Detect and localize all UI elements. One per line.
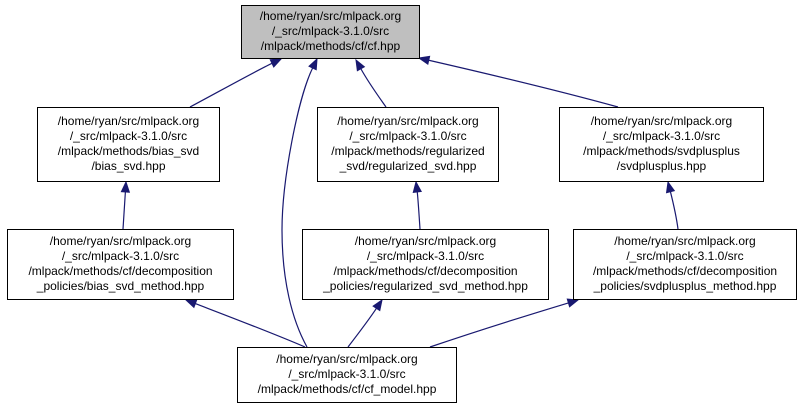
node-label-line: /_src/mlpack-3.1.0/src — [288, 367, 405, 381]
node-label-line: /mlpack/methods/cf/cf.hpp — [261, 39, 401, 53]
arrowhead-icon — [184, 299, 198, 309]
edge-regularized_svd_hpp-to-cf_hpp — [355, 58, 387, 108]
node-bias_svd_method_hpp[interactable]: /home/ryan/src/mlpack.org/_src/mlpack-3.… — [7, 229, 234, 300]
node-label-line: _policies/svdplusplus_method.hpp — [593, 279, 777, 293]
node-box — [237, 347, 457, 403]
node-box — [317, 107, 499, 182]
arrowhead-icon — [269, 58, 283, 68]
node-label-line: /bias_svd.hpp — [91, 159, 165, 173]
edge-line — [416, 191, 421, 230]
edge-svdplusplus_hpp-to-cf_hpp — [417, 55, 619, 108]
node-label-line: /_src/mlpack-3.1.0/src — [62, 249, 179, 263]
node-label-line: /mlpack/methods/cf/decomposition — [28, 264, 212, 278]
node-label-line: /home/ryan/src/mlpack.org — [58, 114, 199, 128]
node-regularized_svd_method_hpp[interactable]: /home/ryan/src/mlpack.org/_src/mlpack-3.… — [302, 229, 549, 300]
node-svdplusplus_hpp[interactable]: /home/ryan/src/mlpack.org/_src/mlpack-3.… — [559, 107, 764, 182]
node-label-line: _svd/regularized_svd.hpp — [339, 159, 477, 173]
node-box — [241, 5, 420, 59]
node-cf_model_hpp[interactable]: /home/ryan/src/mlpack.org/_src/mlpack-3.… — [237, 347, 457, 403]
edges-layer — [120, 55, 679, 348]
node-label-line: /_src/mlpack-3.1.0/src — [626, 249, 743, 263]
node-label-line: /home/ryan/src/mlpack.org — [337, 114, 478, 128]
edge-line — [360, 68, 387, 108]
edge-line — [428, 59, 619, 108]
edge-line — [281, 67, 314, 348]
node-label-line: /mlpack/methods/cf/decomposition — [333, 264, 517, 278]
node-label-line: /home/ryan/src/mlpack.org — [50, 234, 191, 248]
node-bias_svd_hpp[interactable]: /home/ryan/src/mlpack.org/_src/mlpack-3.… — [37, 107, 220, 182]
node-label-line: /_src/mlpack-3.1.0/src — [367, 249, 484, 263]
arrowhead-icon — [308, 57, 318, 71]
node-box — [37, 107, 220, 182]
node-label-line: /mlpack/methods/regularized — [331, 144, 484, 158]
edge-svdplusplus_method_hpp-to-svdplusplus_hpp — [665, 180, 679, 230]
node-label-line: /home/ryan/src/mlpack.org — [355, 234, 496, 248]
node-box — [7, 229, 234, 300]
nodes-layer: /home/ryan/src/mlpack.org/_src/mlpack-3.… — [7, 5, 797, 403]
edge-line — [189, 62, 273, 108]
edge-bias_svd_method_hpp-to-bias_svd_hpp — [120, 180, 131, 230]
arrowhead-icon — [417, 55, 431, 65]
edge-cf_model_hpp-to-cf_hpp — [281, 57, 318, 348]
node-label-line: /_src/mlpack-3.1.0/src — [70, 129, 187, 143]
arrowhead-icon — [566, 298, 580, 308]
node-label-line: /home/ryan/src/mlpack.org — [260, 9, 401, 23]
edge-line — [429, 302, 569, 348]
node-label-line: /home/ryan/src/mlpack.org — [276, 352, 417, 366]
edge-line — [122, 191, 126, 230]
node-label-line: /home/ryan/src/mlpack.org — [614, 234, 755, 248]
arrowhead-icon — [412, 180, 423, 194]
node-label-line: /mlpack/methods/svdplusplus — [583, 144, 740, 158]
node-label-line: /_src/mlpack-3.1.0/src — [272, 24, 389, 38]
edge-cf_model_hpp-to-regularized_svd_method_hpp — [347, 298, 383, 348]
edge-cf_model_hpp-to-bias_svd_method_hpp — [184, 299, 306, 348]
node-label-line: /mlpack/methods/cf/cf_model.hpp — [258, 382, 437, 396]
node-label-line: /mlpack/methods/bias_svd — [58, 144, 199, 158]
edge-regularized_svd_method_hpp-to-regularized_svd_hpp — [412, 180, 423, 230]
edge-line — [347, 307, 377, 348]
edge-cf_model_hpp-to-svdplusplus_method_hpp — [429, 298, 580, 348]
node-box — [559, 107, 764, 182]
arrowhead-icon — [372, 298, 383, 312]
node-cf_hpp[interactable]: /home/ryan/src/mlpack.org/_src/mlpack-3.… — [241, 5, 420, 59]
arrowhead-icon — [355, 58, 366, 72]
node-label-line: _policies/bias_svd_method.hpp — [36, 279, 205, 293]
arrowhead-icon — [665, 180, 676, 194]
edge-bias_svd_hpp-to-cf_hpp — [189, 58, 283, 108]
node-label-line: _policies/regularized_svd_method.hpp — [322, 279, 528, 293]
node-label-line: /home/ryan/src/mlpack.org — [591, 114, 732, 128]
arrowhead-icon — [120, 180, 131, 193]
node-regularized_svd_hpp[interactable]: /home/ryan/src/mlpack.org/_src/mlpack-3.… — [317, 107, 499, 182]
node-box — [302, 229, 549, 300]
node-label-line: /svdplusplus.hpp — [617, 159, 707, 173]
node-label-line: /mlpack/methods/cf/decomposition — [593, 264, 777, 278]
node-label-line: /_src/mlpack-3.1.0/src — [349, 129, 466, 143]
node-box — [573, 229, 797, 300]
edge-line — [195, 303, 306, 348]
edge-line — [669, 191, 679, 230]
node-label-line: /_src/mlpack-3.1.0/src — [603, 129, 720, 143]
node-svdplusplus_method_hpp[interactable]: /home/ryan/src/mlpack.org/_src/mlpack-3.… — [573, 229, 797, 300]
